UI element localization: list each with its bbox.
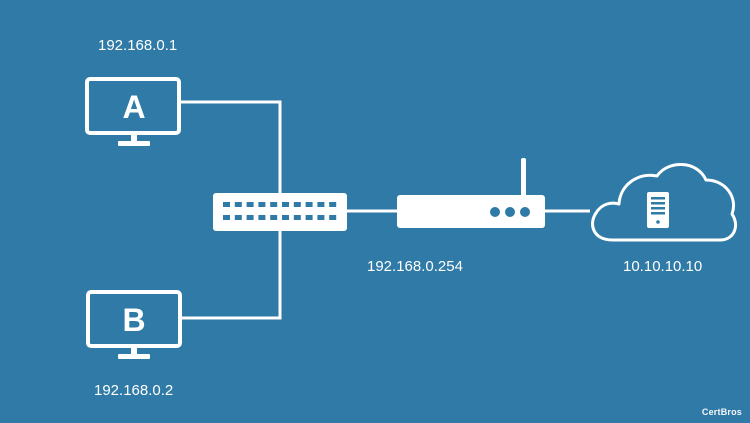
server-icon [647,192,669,228]
switch-port [270,202,278,207]
switch-port [282,202,289,207]
host-b-letter: B [122,302,145,338]
switch-port [223,215,230,220]
switch-port [293,215,301,220]
link-host-b-switch [182,231,282,320]
monitor-icon: A [85,77,181,146]
switch-port [246,215,254,220]
monitor-icon: B [86,290,182,359]
host-a-ip: 192.168.0.1 [98,37,178,54]
cloud-icon [591,163,737,242]
switch-port [305,202,313,207]
switch-port [293,202,301,207]
switch-ports [223,202,337,220]
switch-port [317,202,325,207]
connection-lines [179,100,590,320]
host-a-letter: A [122,89,145,125]
switch-port [246,202,254,207]
switch-port [317,215,325,220]
switch-port [329,215,337,220]
brand-watermark: CertBros [701,407,742,417]
switch-port [223,202,230,207]
switch-port [270,215,278,220]
switch-port [234,215,242,220]
switch-port [234,202,242,207]
router-ip: 192.168.0.254 [367,258,463,275]
switch-port [258,215,266,220]
switch-port [305,215,313,220]
switch-icon [213,193,347,231]
server-ip: 10.10.10.10 [623,258,703,275]
switch-port [282,215,289,220]
link-host-a-switch [179,100,282,193]
switch-port [258,202,266,207]
host-b-ip: 192.168.0.2 [94,382,174,399]
router-icon [397,158,545,228]
switch-port [329,202,337,207]
